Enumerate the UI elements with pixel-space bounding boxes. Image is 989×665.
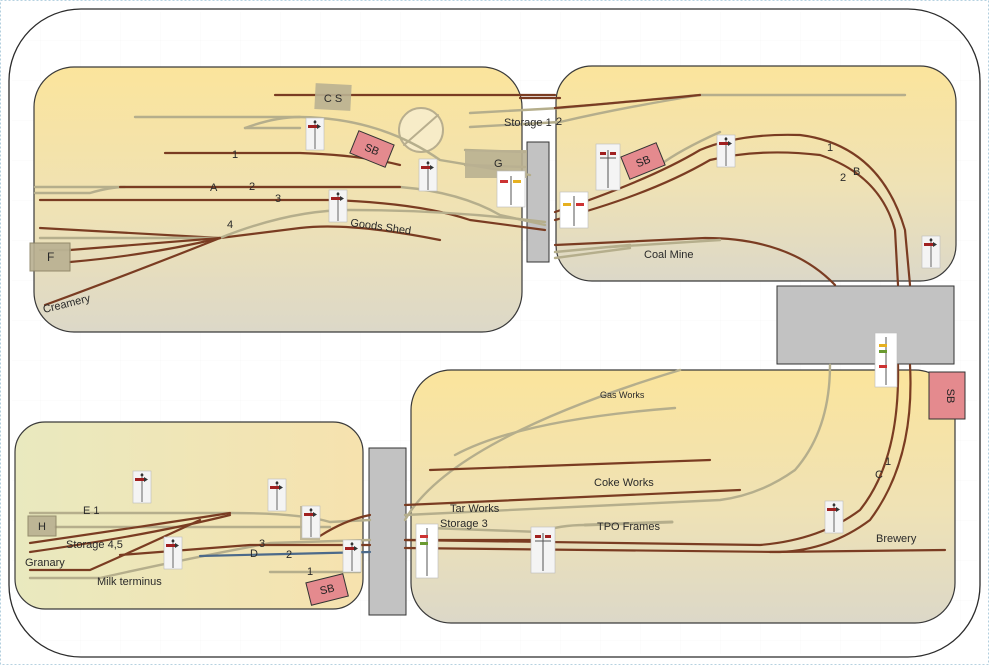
label-track-1-bottom: 1 xyxy=(885,456,891,468)
board-bottom-right xyxy=(410,369,956,624)
signals xyxy=(132,117,941,579)
label-track-1-right: 1 xyxy=(827,142,833,154)
tracks-bottom-left xyxy=(28,511,372,580)
label-track-3-bottom: 3 xyxy=(259,538,265,550)
tracks-top-right xyxy=(468,93,912,287)
label-coke-works: Coke Works xyxy=(594,477,654,489)
signal-box-right: SB xyxy=(928,371,966,420)
label-storage-1: Storage 1 xyxy=(504,117,552,129)
label-coal-mine: Coal Mine xyxy=(644,249,694,261)
building-h xyxy=(27,515,57,537)
label-storage-3: Storage 3 xyxy=(440,518,488,530)
label-track-2: 2 xyxy=(249,181,255,193)
label-track-3: 3 xyxy=(275,193,281,205)
label-e1: E 1 xyxy=(83,505,100,517)
baseboard-outline xyxy=(8,8,981,658)
label-track-b: B xyxy=(853,166,860,178)
label-track-c: C xyxy=(875,469,883,481)
label-track-4: 4 xyxy=(227,219,233,231)
signal-box-label: SB xyxy=(319,582,336,597)
connector-bridge-right xyxy=(776,285,955,365)
label-track-2-bottom: 2 xyxy=(286,549,292,561)
label-tar-works: Tar Works xyxy=(450,503,500,515)
signal-box-label: SB xyxy=(944,389,956,404)
label-tpo-frames: TPO Frames xyxy=(597,521,660,533)
label-granary: Granary xyxy=(25,557,65,569)
label-h: H xyxy=(38,521,46,533)
signal-icon xyxy=(301,505,321,539)
label-d: D xyxy=(250,548,258,560)
label-track-1: 1 xyxy=(232,149,238,161)
signal-icon xyxy=(824,500,844,534)
signal-icon xyxy=(267,478,287,512)
signal-icon xyxy=(342,539,362,573)
signal-icon xyxy=(163,536,183,570)
label-f: F xyxy=(47,250,54,264)
building-f xyxy=(29,242,71,272)
board-top-right xyxy=(555,65,957,282)
signal-icon xyxy=(418,158,438,192)
signal-box-top-left: SB xyxy=(349,130,395,168)
gantry-signal-icon xyxy=(874,332,898,388)
signal-icon xyxy=(132,470,152,504)
label-milk-terminus: Milk terminus xyxy=(97,576,162,588)
signal-icon xyxy=(328,189,348,223)
label-storage-2: 2 xyxy=(556,116,562,128)
label-cs: C S xyxy=(324,93,342,105)
tracks-bottom-right xyxy=(403,363,947,554)
signal-icon xyxy=(921,235,941,269)
signal-icon xyxy=(305,117,325,151)
signal-box-label: SB xyxy=(363,142,381,159)
signal-box-top-right: SB xyxy=(620,142,666,180)
label-brewery: Brewery xyxy=(876,533,917,545)
labels: C S Storage 1 2 1 A 2 3 4 Goods Shed G F… xyxy=(25,93,917,588)
label-track-a: A xyxy=(210,182,218,194)
building-cs xyxy=(314,83,352,111)
label-track-2-right: 2 xyxy=(840,172,846,184)
label-track-1-bottom-left: 1 xyxy=(307,566,313,578)
bracket-signal-icon xyxy=(530,526,556,574)
label-storage-45: Storage 4,5 xyxy=(66,539,123,551)
label-g: G xyxy=(494,158,503,170)
signal-box-bottom-left: SB xyxy=(305,573,349,606)
gantry-signal-icon xyxy=(496,170,526,208)
connector-bridge-top xyxy=(526,141,550,263)
gantry-signal-icon xyxy=(559,191,589,229)
connector-bridge-bottom xyxy=(368,447,407,616)
label-gas-works: Gas Works xyxy=(600,390,645,400)
bracket-signal-icon xyxy=(595,143,621,191)
signal-icon xyxy=(716,134,736,168)
signal-box-label: SB xyxy=(634,154,652,171)
gantry-signal-icon xyxy=(415,523,439,579)
